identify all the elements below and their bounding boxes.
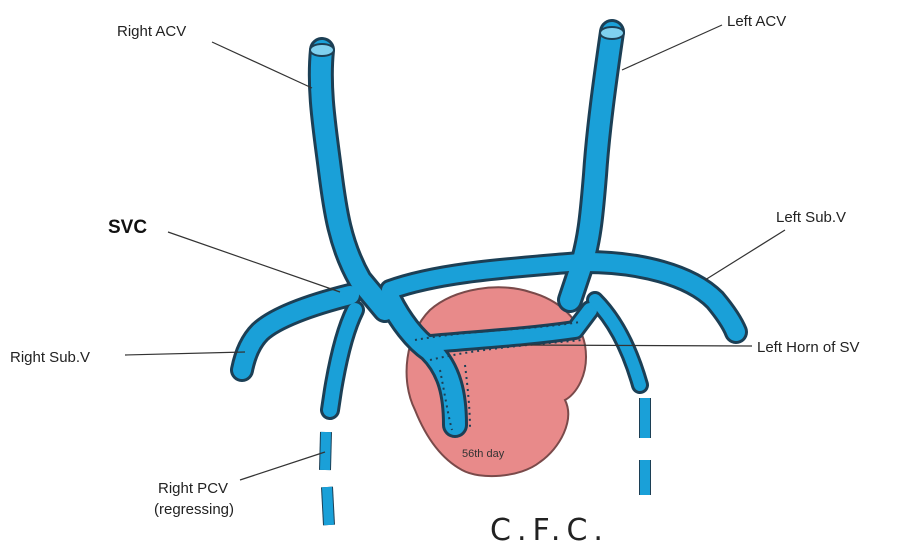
label-left-acv: Left ACV [727, 13, 786, 30]
label-right-acv: Right ACV [117, 23, 186, 40]
left-acv-opening [600, 27, 624, 39]
label-svc: SVC [108, 217, 147, 238]
label-heart-day: 56th day [462, 448, 505, 460]
label-left-horn-sv: Left Horn of SV [757, 339, 860, 356]
label-right-pcv-regressing: (regressing) [154, 501, 234, 518]
right-acv-opening [310, 44, 334, 56]
right-pcv-dashed-segments [325, 432, 329, 525]
label-right-sub-v: Right Sub.V [10, 349, 90, 366]
author-signature: C.F.C. [490, 513, 609, 548]
label-left-sub-v: Left Sub.V [776, 209, 846, 226]
label-right-pcv: Right PCV [158, 480, 228, 497]
